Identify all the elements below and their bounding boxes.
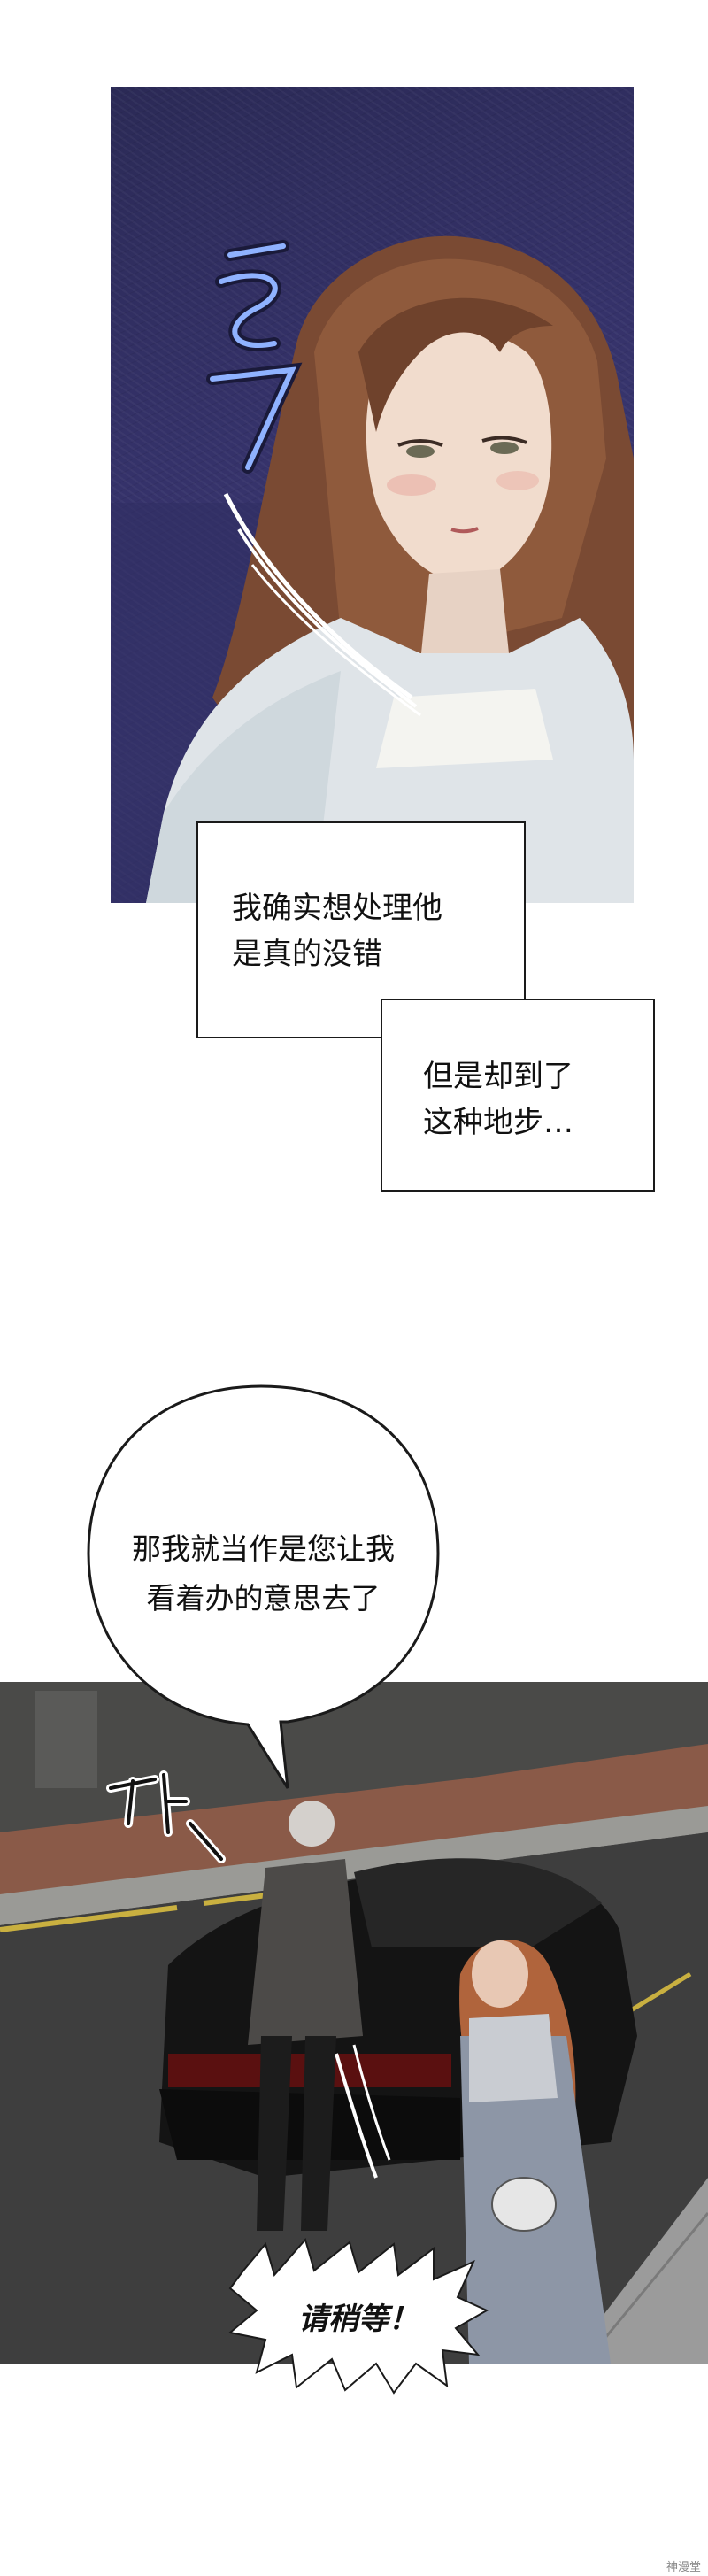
panel-street-car <box>0 1682 708 2364</box>
caption-box-2: 但是却到了 这种地步… <box>381 999 655 1192</box>
shout-bubble <box>227 2237 489 2395</box>
sfx-whoosh-icon <box>206 240 303 474</box>
panel-night-woman <box>111 87 634 903</box>
speech-line: 那我就当作是您让我 <box>132 1531 395 1566</box>
speech-bubble <box>87 1384 440 1789</box>
shout-bubble-text: 请稍等！ <box>298 2302 419 2337</box>
caption-line: 是真的没错 <box>232 937 382 972</box>
caption-line: 这种地步… <box>423 1105 573 1140</box>
speech-bubble-text: 那我就当作是您让我 看着办的意思去了 <box>84 1524 442 1623</box>
woman-illustration <box>111 235 634 903</box>
watermark: 神漫堂 <box>666 2561 701 2574</box>
caption-line: 但是却到了 <box>423 1059 573 1094</box>
speech-line: 看着办的意思去了 <box>146 1581 381 1616</box>
street-illustration <box>0 1682 708 2364</box>
caption-line: 我确实想处理他 <box>232 891 442 926</box>
sfx-tap-icon <box>106 1770 226 1863</box>
